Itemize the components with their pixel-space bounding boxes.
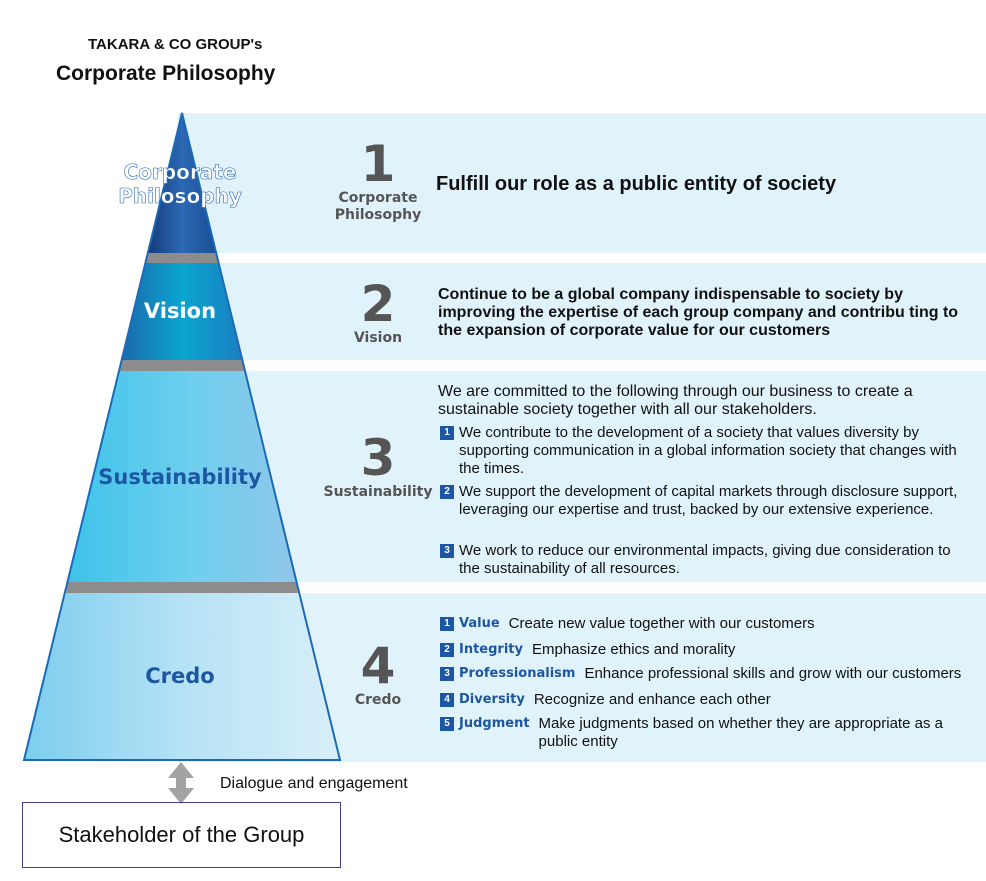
band-vision [178, 263, 986, 360]
credo-text: Recognize and enhance each other [533, 691, 771, 708]
page-title: Corporate Philosophy [56, 62, 276, 85]
credo-text: Emphasize ethics and morality [531, 641, 736, 658]
sustainability-item: 3 We work to reduce our environmental im… [440, 542, 960, 578]
pyramid-separator [119, 360, 245, 371]
section-caption: Credo [354, 692, 402, 708]
section-number: 4 [360, 637, 396, 695]
pyramid-separator [146, 253, 218, 263]
pyramid-label-corporate-philosophy: Corporate Philosophy [100, 160, 260, 209]
sustainability-intro: We are committed to the following throug… [438, 383, 968, 419]
credo-keyword: Integrity [459, 642, 523, 657]
number-badge: 4 [440, 693, 454, 707]
number-badge: 1 [440, 617, 454, 631]
pyramid-tier-1 [148, 113, 216, 253]
band-corporate-philosophy [178, 113, 986, 253]
number-badge: 3 [440, 667, 454, 681]
pyramid-separator [66, 582, 298, 593]
double-arrow-icon [168, 762, 194, 804]
band-sustainability [178, 371, 986, 582]
pyramid-label-credo: Credo [145, 664, 215, 688]
credo-item: 4 Diversity Recognize and enhance each o… [440, 691, 771, 709]
stakeholder-label: Stakeholder of the Group [58, 822, 305, 847]
header-subtitle: TAKARA & CO GROUP's [88, 36, 263, 53]
dialogue-label: Dialogue and engagement [220, 775, 408, 792]
credo-item: 3 Professionalism Enhance professional s… [440, 665, 961, 683]
section-number: 2 [360, 275, 396, 333]
section-2-number-block: 2 Vision [328, 278, 428, 347]
section-number: 3 [360, 429, 396, 487]
item-text: We contribute to the development of a so… [459, 424, 957, 477]
credo-text: Create new value together with our custo… [508, 615, 815, 632]
number-badge: 1 [440, 426, 454, 440]
pyramid-outline [22, 112, 342, 761]
number-badge: 2 [440, 643, 454, 657]
credo-text: Make judgments based on whether they are… [538, 715, 943, 750]
number-badge: 2 [440, 485, 454, 499]
item-text: We work to reduce our environmental impa… [459, 542, 951, 577]
number-badge: 3 [440, 544, 454, 558]
section-caption: Corporate Philosophy [334, 190, 422, 223]
item-text: We support the development of capital ma… [459, 483, 958, 518]
section-4-number-block: 4 Credo [328, 640, 428, 709]
credo-keyword: Judgment [459, 716, 530, 731]
section-3-number-block: 3 Sustainability [318, 432, 438, 501]
credo-item: 2 Integrity Emphasize ethics and moralit… [440, 641, 735, 659]
section-caption: Sustainability [323, 484, 433, 500]
sustainability-item: 1 We contribute to the development of a … [440, 424, 960, 478]
pyramid-tier-4 [24, 593, 340, 760]
pyramid-tier-3 [68, 371, 296, 582]
vision-statement: Continue to be a global company indispen… [438, 286, 959, 339]
pyramid-label-sustainability: Sustainability [98, 465, 262, 489]
number-badge: 5 [440, 717, 454, 731]
stakeholder-box: Stakeholder of the Group [22, 802, 341, 868]
credo-item: 5 Judgment Make judgments based on wheth… [440, 715, 969, 751]
credo-text: Enhance professional skills and grow wit… [584, 665, 962, 682]
corporate-philosophy-statement: Fulfill our role as a public entity of s… [436, 173, 837, 195]
sustainability-intro-text: We are committed to the following throug… [438, 383, 913, 418]
pyramid-tier-2 [122, 263, 242, 360]
pyramid-label-vision: Vision [143, 299, 217, 323]
section-1-number-block: 1 Corporate Philosophy [328, 138, 428, 224]
credo-keyword: Diversity [459, 692, 525, 707]
section-number: 1 [360, 135, 396, 193]
pyramid-label-text: Corporate Philosophy [118, 160, 242, 209]
sustainability-item: 2 We support the development of capital … [440, 483, 960, 519]
section-caption: Vision [353, 330, 403, 346]
credo-keyword: Professionalism [459, 666, 576, 681]
credo-keyword: Value [459, 616, 500, 631]
credo-item: 1 Value Create new value together with o… [440, 615, 815, 633]
